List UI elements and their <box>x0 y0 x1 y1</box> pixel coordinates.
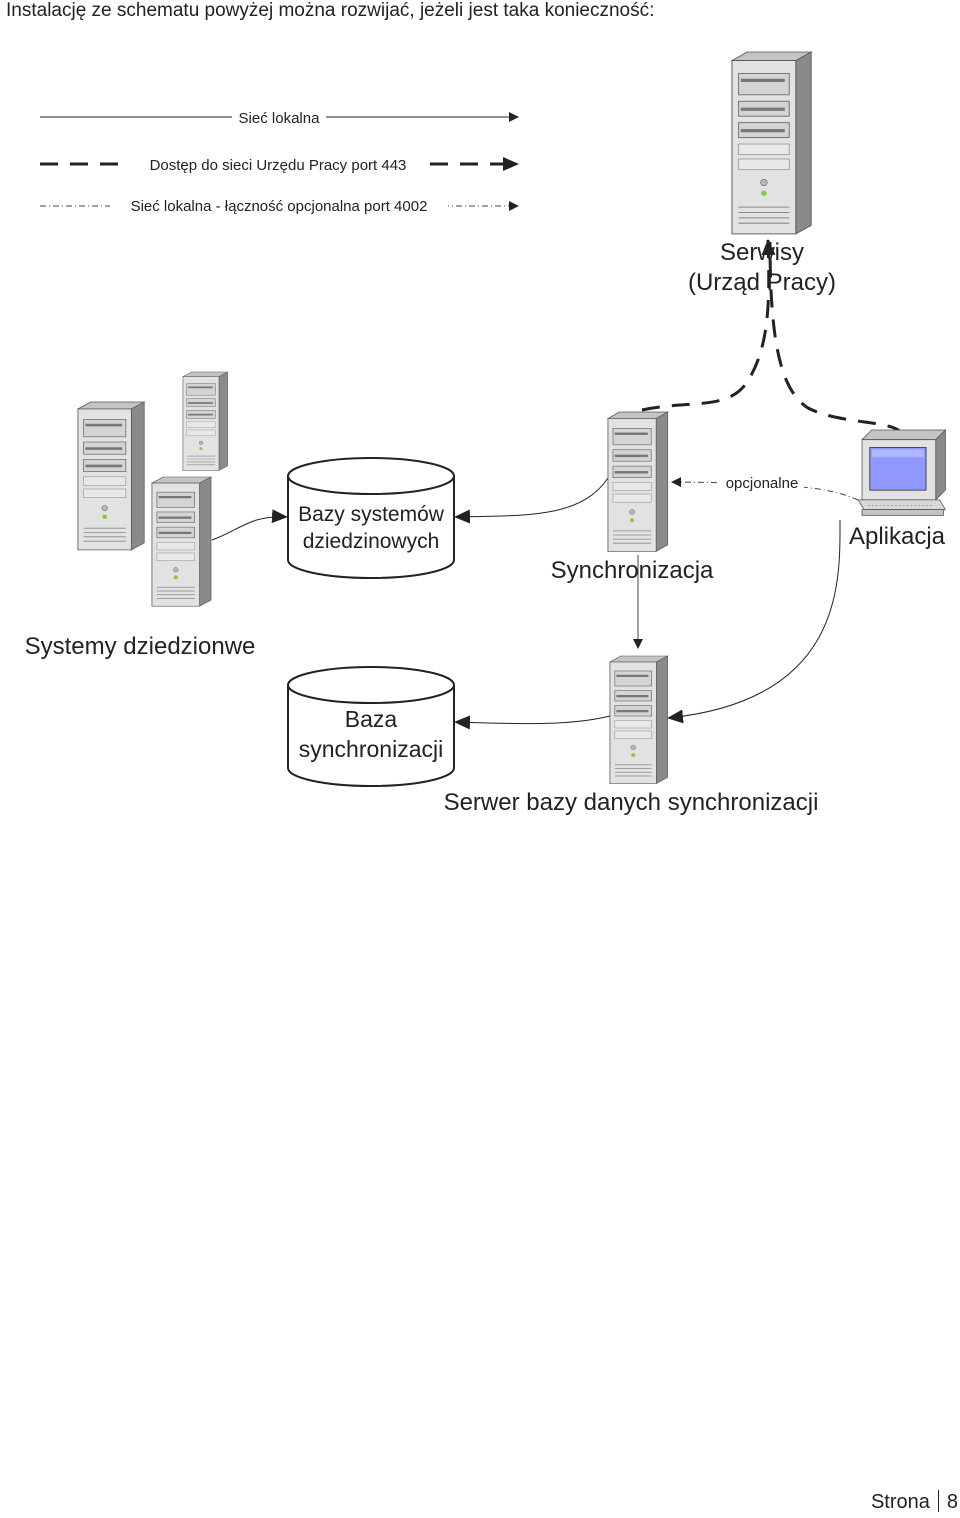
sync-server-icon <box>607 411 669 552</box>
db-server-icon <box>609 655 668 784</box>
servisy-server-icon <box>731 51 812 235</box>
sync-to-domain-db-link <box>454 477 609 524</box>
app-label: Aplikacja <box>849 523 946 550</box>
footer-separator <box>937 1490 939 1512</box>
sync-db-label-line1: Baza <box>345 706 398 732</box>
page-number: 8 <box>946 1491 958 1513</box>
domain-server-icon <box>77 401 145 551</box>
legend: Sieć lokalna Dostęp do sieci Urzędu Prac… <box>40 106 519 217</box>
domain-db-cylinder <box>287 457 455 579</box>
page-word: Strona <box>870 1491 930 1513</box>
app-to-servisy-link <box>768 241 904 436</box>
legend-dotted-label: Sieć lokalna - łączność opcjonalna port … <box>131 198 428 215</box>
servisy-label-line2: (Urząd Pracy) <box>688 269 836 296</box>
optional-label: opcjonalne <box>726 475 799 492</box>
servisy-label-line1: Serwisy <box>720 239 804 266</box>
sync-db-cylinder <box>287 666 455 787</box>
db-server-label: Serwer bazy danych synchronizacji <box>444 789 819 816</box>
page-footer: Strona 8 <box>871 1490 958 1514</box>
dbserver-to-syncdb-link <box>454 715 611 730</box>
app-to-dbserver-link <box>667 519 841 724</box>
intro-text: Instalację ze schematu powyżej można roz… <box>6 0 655 21</box>
sync-to-servisy-link <box>641 239 776 412</box>
domain-systems-label: Systemy dziedzionwe <box>25 633 256 660</box>
workstation-icon <box>857 429 946 516</box>
domain-to-db-link <box>211 509 288 541</box>
domain-db-label-line2: dziedzinowych <box>303 530 440 553</box>
domain-db-label-line1: Bazy systemów <box>298 503 445 526</box>
optional-link <box>671 477 859 501</box>
legend-solid-label: Sieć lokalna <box>239 110 321 127</box>
legend-dashed-label: Dostęp do sieci Urzędu Pracy port 443 <box>150 157 407 174</box>
sync-db-label-line2: synchronizacji <box>299 736 443 762</box>
domain-server-icon <box>151 476 212 607</box>
sync-label: Synchronizacja <box>551 557 714 584</box>
domain-server-icon <box>182 371 228 471</box>
